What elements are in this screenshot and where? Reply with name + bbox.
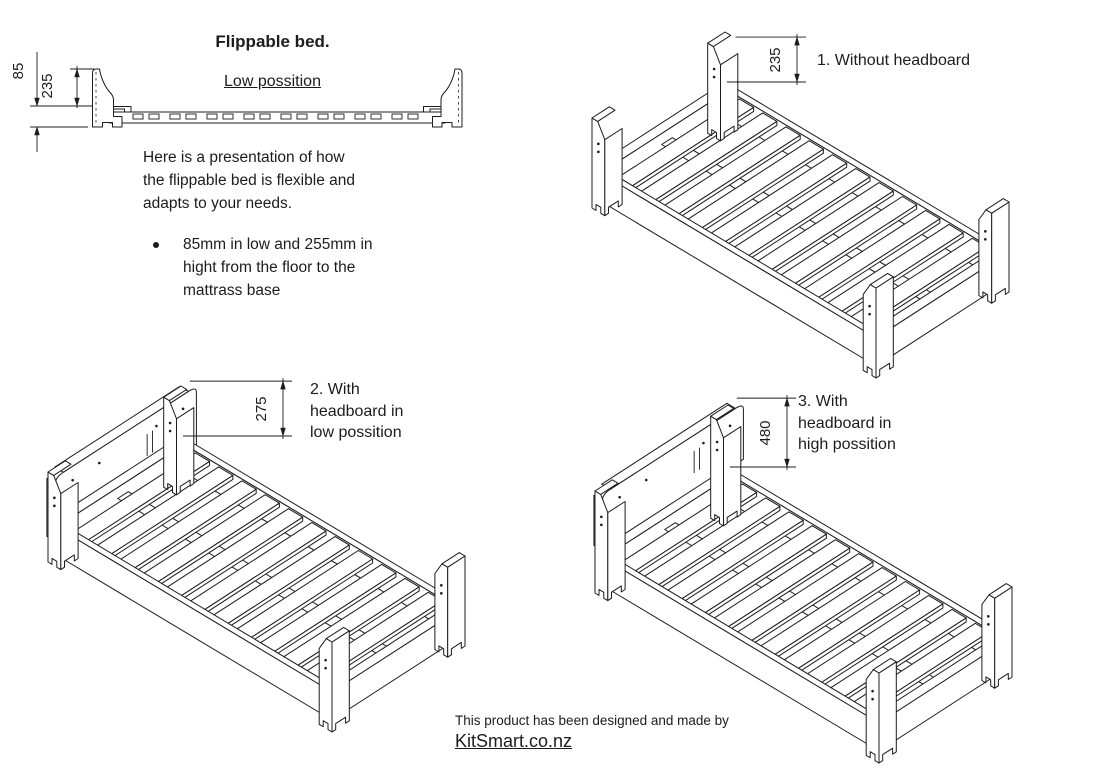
bullet-item: 85mm in low and 255mm in hight from the … [143, 233, 453, 302]
page-subtitle: Low possition [224, 73, 321, 90]
footer-brand-link[interactable]: KitSmart.co.nz [455, 731, 573, 751]
intro-paragraph: Here is a presentation of how the flippa… [143, 149, 355, 212]
side-view-drawing [30, 52, 463, 152]
dimension-lines [183, 34, 806, 470]
label-view2: 2. With headboard in low possition [310, 381, 404, 441]
dim-view3: 480 [757, 420, 774, 445]
bed-iso-low-headboard [46, 385, 466, 733]
side-dim-235: 235 [39, 73, 56, 98]
bullet-text: 85mm in low and 255mm in hight from the … [183, 236, 373, 299]
footer-credit: This product has been designed and made … [455, 713, 729, 728]
side-dim-85: 85 [10, 63, 27, 80]
bullet-icon [153, 242, 159, 248]
title-block: Flippable bed. Low possition [150, 13, 395, 91]
bed-iso-high-headboard [593, 402, 1013, 764]
bed-iso-without-headboard [591, 31, 1010, 379]
label-view1: 1. Without headboard [817, 52, 970, 69]
label-view3: 3. With headboard in high possition [798, 393, 896, 453]
dim-view1: 235 [767, 47, 784, 72]
page-title: Flippable bed. [215, 32, 330, 51]
dim-view2: 275 [253, 396, 270, 421]
